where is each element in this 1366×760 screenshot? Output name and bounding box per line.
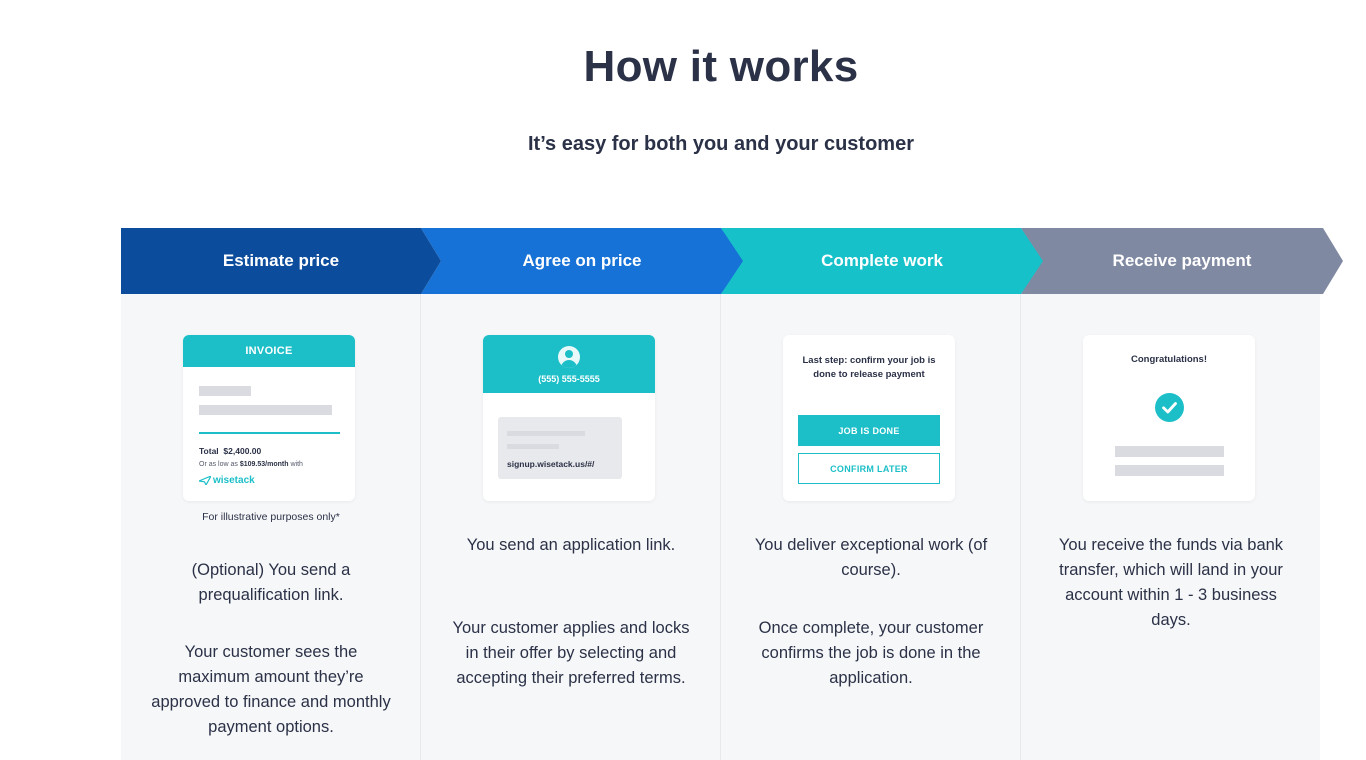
step4-description-1: You receive the funds via bank transfer,… <box>1058 536 1284 629</box>
step-complete-work: Complete work <box>721 228 1043 294</box>
column-complete-work: Last step: confirm your job is done to r… <box>721 294 1021 760</box>
placeholder-bar <box>199 386 251 396</box>
column-receive-payment: Congratulations! You receive the funds v… <box>1021 294 1320 760</box>
invoice-total: Total $2,400.00 <box>199 446 262 456</box>
steps-columns: INVOICE Total $2,400.00 Or as low as $10… <box>121 294 1320 760</box>
avatar-icon <box>558 346 580 368</box>
step-label: Agree on price <box>522 251 642 270</box>
monthly-offer-text: Or as low as $109.53/month with <box>199 461 303 468</box>
steps-bar: Estimate price Agree on price Complete w… <box>121 228 1343 294</box>
step-label: Estimate price <box>222 251 340 270</box>
invoice-header: INVOICE <box>183 335 355 367</box>
application-link: signup.wisetack.us/#/ <box>507 459 595 469</box>
placeholder-bar <box>199 405 332 415</box>
invoice-illustration: INVOICE Total $2,400.00 Or as low as $10… <box>183 335 355 501</box>
page-subtitle: It’s easy for both you and your customer <box>528 133 914 155</box>
step-agree-on-price: Agree on price <box>421 228 743 294</box>
confirm-illustration: Last step: confirm your job is done to r… <box>783 335 955 501</box>
step3-description-1: You deliver exceptional work (of course)… <box>754 536 988 579</box>
step2-description-2: Your customer applies and locks in their… <box>452 619 690 687</box>
confirm-instruction: Last step: confirm your job is done to r… <box>802 355 936 380</box>
step-estimate-price: Estimate price <box>121 228 441 294</box>
placeholder-bar <box>507 444 559 449</box>
column-estimate-price: INVOICE Total $2,400.00 Or as low as $10… <box>121 294 421 760</box>
step1-description-1: (Optional) You send a prequalification l… <box>191 561 351 604</box>
step-receive-payment: Receive payment <box>1021 228 1343 294</box>
placeholder-bar <box>1115 465 1224 476</box>
wisetack-logo: wisetack <box>199 475 255 486</box>
illustration-caption: For illustrative purposes only* <box>202 511 340 523</box>
step1-description-2: Your customer sees the maximum amount th… <box>151 643 391 736</box>
congrats-message: Congratulations! <box>1131 354 1207 365</box>
checkmark-icon <box>1155 393 1184 422</box>
divider <box>199 432 340 434</box>
step2-description-1: You send an application link. <box>466 536 676 554</box>
column-agree-on-price: (555) 555-5555 signup.wisetack.us/#/ You… <box>421 294 721 760</box>
phone-number: (555) 555-5555 <box>538 374 600 384</box>
step-label: Complete work <box>821 251 943 270</box>
page-title: How it works <box>583 42 859 91</box>
message-bubble: signup.wisetack.us/#/ <box>498 417 622 479</box>
step3-description-2: Once complete, your customer confirms th… <box>758 619 984 687</box>
placeholder-bar <box>507 431 585 436</box>
congrats-illustration: Congratulations! <box>1083 335 1255 501</box>
phone-header: (555) 555-5555 <box>483 335 655 393</box>
confirm-later-button[interactable]: CONFIRM LATER <box>798 453 940 484</box>
phone-illustration: (555) 555-5555 signup.wisetack.us/#/ <box>483 335 655 501</box>
placeholder-bar <box>1115 446 1224 457</box>
job-is-done-button[interactable]: JOB IS DONE <box>798 415 940 446</box>
step-label: Receive payment <box>1112 251 1252 270</box>
paper-plane-icon <box>199 476 211 485</box>
